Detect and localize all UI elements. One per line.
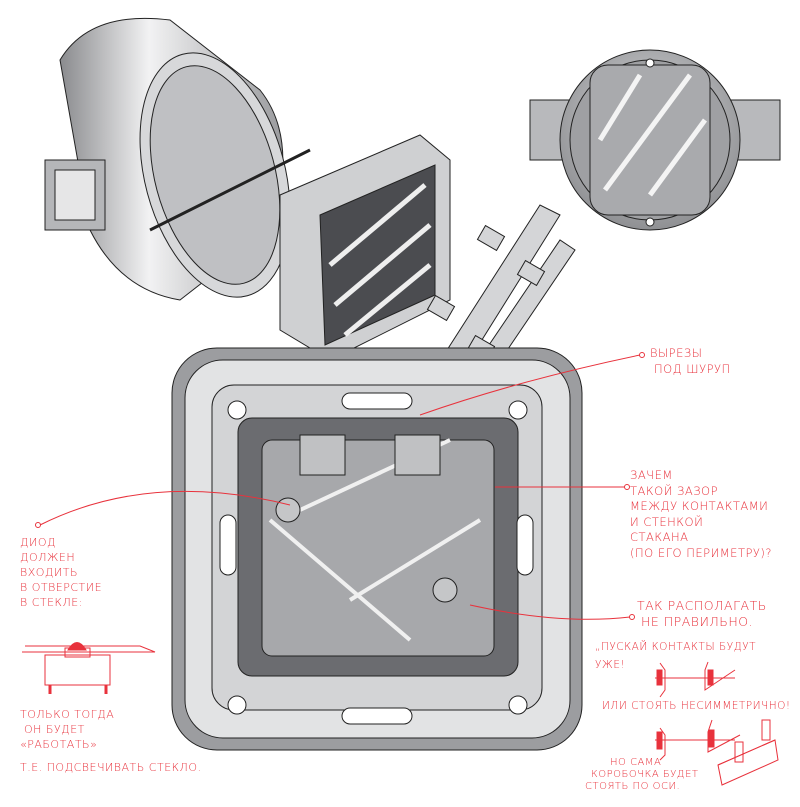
note-line: И СТЕНКОЙ xyxy=(630,514,704,529)
note-line: КОРОБОЧКА БУДЕТ xyxy=(591,769,699,780)
note-illuminate-glass: Т.Е. ПОДСВЕЧИВАТЬ СТЕКЛО. xyxy=(20,761,202,774)
note-narrower-contacts: „ПУСКАЙ КОНТАКТЫ БУДУТ УЖЕ! xyxy=(595,638,756,674)
note-box-on-axis: НО САМА КОРОБОЧКА БУДЕТ СТОЯТЬ ПО ОСИ. xyxy=(585,757,699,793)
contact-block xyxy=(279,134,451,361)
note-line: СТАКАНА xyxy=(630,530,689,544)
note-line: ВЫРЕЗЫ xyxy=(650,346,703,360)
note-line: «РАБОТАТЬ» xyxy=(20,738,98,751)
note-line: НО САМА xyxy=(610,757,662,768)
round-box-top-view xyxy=(529,49,781,231)
note-only-then: ТОЛЬКО ТОГДА ОН БУДЕТ «РАБОТАТЬ» xyxy=(20,707,114,752)
note-line: ТОЛЬКО ТОГДА xyxy=(20,708,115,721)
diode-glass-sketch xyxy=(22,642,156,694)
note-wrong-placement: ТАК РАСПОЛАГАТЬ НЕ ПРАВИЛЬНО. xyxy=(637,598,767,630)
note-line: В СТЕКЛЕ: xyxy=(20,596,83,609)
socket-frame xyxy=(171,347,583,751)
note-line: ДОЛЖЕН xyxy=(20,551,76,564)
note-line: „ПУСКАЙ КОНТАКТЫ БУДУТ xyxy=(595,641,757,653)
note-diode-hole: ДИОД ДОЛЖЕН ВХОДИТЬ В ОТВЕРСТИЕ В СТЕКЛЕ… xyxy=(20,535,102,610)
note-line: ОН БУДЕТ xyxy=(24,723,85,736)
note-asymmetric: ИЛИ СТОЯТЬ НЕСИММЕТРИЧНО! xyxy=(602,700,791,712)
note-line: МЕЖДУ КОНТАКТАМИ xyxy=(630,499,769,513)
note-line: УЖЕ! xyxy=(595,659,626,671)
mounting-box-cylinder xyxy=(44,17,311,301)
note-gap-question: ЗАЧЕМ ТАКОЙ ЗАЗОР МЕЖДУ КОНТАКТАМИ И СТЕ… xyxy=(630,468,772,561)
note-line: ТАКОЙ ЗАЗОР xyxy=(630,483,719,498)
note-line: (ПО ЕГО ПЕРИМЕТРУ)? xyxy=(630,545,772,560)
note-line: ПОД ШУРУП xyxy=(654,362,731,376)
note-line: ЗАЧЕМ xyxy=(630,468,673,482)
note-line: ВХОДИТЬ xyxy=(20,566,79,579)
note-line: ТАК РАСПОЛАГАТЬ xyxy=(637,598,767,613)
note-line: СТОЯТЬ ПО ОСИ. xyxy=(585,781,681,792)
note-line: НЕ ПРАВИЛЬНО. xyxy=(641,614,754,629)
note-line: ДИОД xyxy=(20,536,57,549)
note-line: В ОТВЕРСТИЕ xyxy=(20,581,103,594)
note-screw-cutouts: ВЫРЕЗЫ ПОД ШУРУП xyxy=(650,345,731,377)
annotation-leaders xyxy=(35,352,645,620)
contact-placement-sketches xyxy=(655,661,779,786)
